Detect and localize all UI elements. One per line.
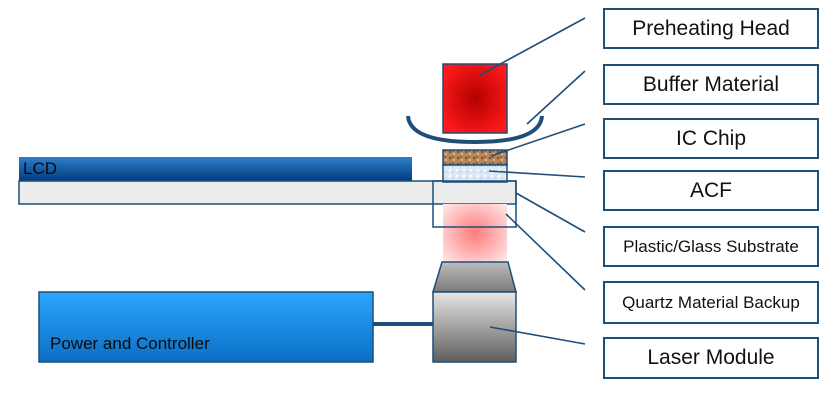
- leader-acf: [488, 170, 586, 178]
- substrate-plate: [18, 180, 517, 205]
- acf-layer: [442, 164, 508, 183]
- power-controller: [38, 291, 374, 363]
- quartz-backup-outline: [432, 180, 517, 228]
- label-buffer-material: Buffer Material: [603, 64, 819, 105]
- laser-beam: [443, 204, 507, 262]
- leader-quartz-backup: [505, 213, 586, 291]
- leader-substrate: [515, 192, 586, 233]
- buffer-material-arc: [406, 115, 544, 145]
- label-substrate: Plastic/Glass Substrate: [603, 226, 819, 267]
- leader-buffer-material: [526, 70, 586, 125]
- leader-ic-chip: [490, 123, 586, 157]
- leader-preheating-head: [479, 17, 586, 76]
- laser-nozzle: [431, 261, 517, 293]
- label-quartz-backup: Quartz Material Backup: [603, 281, 819, 324]
- lcd-panel: [19, 157, 412, 181]
- power-controller-label: Power and Controller: [50, 334, 210, 353]
- laser-module: [432, 291, 517, 363]
- label-acf: ACF: [603, 170, 819, 211]
- leader-laser-module: [489, 326, 586, 345]
- label-preheating-head: Preheating Head: [603, 8, 819, 49]
- label-laser-module: Laser Module: [603, 337, 819, 379]
- ic-chip: [442, 149, 508, 166]
- lcd-label: LCD: [23, 159, 58, 178]
- preheating-head: [442, 63, 508, 134]
- label-ic-chip: IC Chip: [603, 118, 819, 159]
